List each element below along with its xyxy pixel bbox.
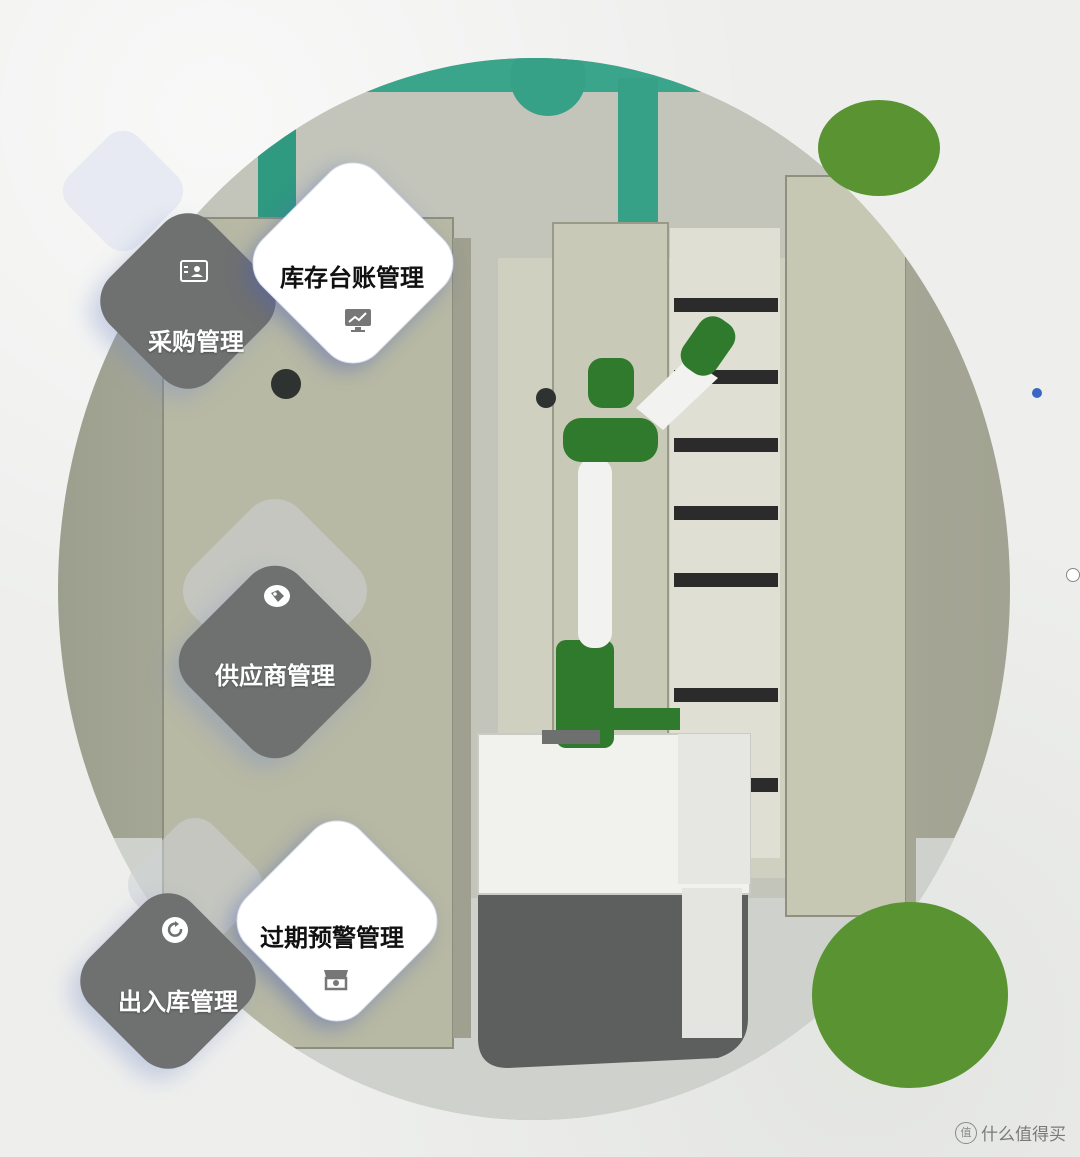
store-icon <box>321 966 351 996</box>
tag-icon <box>262 583 292 613</box>
monitor-chart-icon <box>343 307 373 337</box>
refresh-icon <box>160 915 190 949</box>
id-card-icon <box>180 259 208 287</box>
watermark-text: 什么值得买 <box>981 1125 1066 1145</box>
inventory-ledger-menu-label: 库存台账管理 <box>280 264 424 292</box>
decorative-green-circle <box>818 100 940 196</box>
watermark-logo-icon: 值 <box>955 1121 977 1144</box>
decorative-green-circle <box>812 902 1008 1088</box>
decorative-ring <box>1066 568 1080 582</box>
expiry-warning-menu-label: 过期预警管理 <box>260 924 404 952</box>
stock-in-out-menu-label: 出入库管理 <box>118 988 238 1016</box>
decorative-blue-dot <box>1032 388 1042 398</box>
pharmacy-robot-illustration <box>58 58 1010 1120</box>
supplier-menu-label: 供应商管理 <box>215 662 335 690</box>
purchase-menu-label: 采购管理 <box>148 328 244 356</box>
watermark: 值 什么值得买 <box>955 1120 1066 1145</box>
